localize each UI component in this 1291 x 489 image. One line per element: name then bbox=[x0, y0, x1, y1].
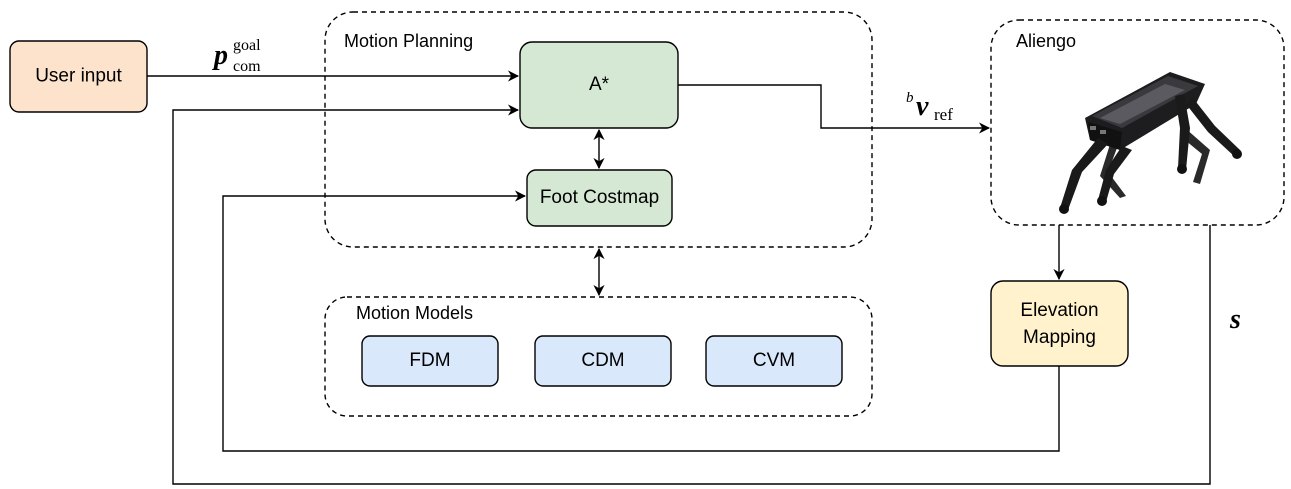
cvm-box bbox=[705, 335, 843, 387]
svg-text:com: com bbox=[233, 58, 261, 75]
elevation-mapping-label-line1: Elevation bbox=[1020, 300, 1098, 321]
foot-costmap-label: Foot Costmap bbox=[540, 187, 659, 208]
foot-costmap-box bbox=[526, 169, 673, 227]
fdm-label: FDM bbox=[409, 350, 450, 371]
svg-text:p: p bbox=[212, 40, 228, 71]
state-feedback-arrow bbox=[172, 104, 1211, 485]
mapping-feedback-arrow bbox=[222, 190, 1060, 452]
aliengo-robot-image bbox=[1059, 72, 1242, 214]
cdm-box bbox=[534, 335, 672, 387]
svg-text:goal: goal bbox=[233, 37, 261, 54]
vref-arrow bbox=[678, 84, 991, 134]
fdm-box bbox=[361, 335, 499, 387]
elevation-mapping-box bbox=[990, 280, 1129, 367]
motion-planning-label: Motion Planning bbox=[344, 31, 473, 51]
motion-models-label: Motion Models bbox=[356, 303, 473, 323]
vref-label: b v ref bbox=[906, 90, 953, 124]
goal-label: p goal com bbox=[212, 37, 261, 75]
aliengo-group bbox=[990, 19, 1285, 226]
a-star-label: A* bbox=[589, 74, 610, 95]
svg-text:ref: ref bbox=[934, 105, 953, 124]
state-label: s bbox=[1229, 304, 1241, 335]
svg-text:v: v bbox=[916, 91, 929, 122]
user-input-label: User input bbox=[35, 66, 122, 87]
cvm-label: CVM bbox=[753, 350, 795, 371]
elevation-mapping-label-line2: Mapping bbox=[1023, 327, 1096, 348]
motion-planning-group bbox=[324, 11, 873, 248]
cdm-label: CDM bbox=[581, 350, 624, 371]
aliengo-label: Aliengo bbox=[1016, 31, 1076, 51]
svg-text:b: b bbox=[906, 90, 914, 106]
